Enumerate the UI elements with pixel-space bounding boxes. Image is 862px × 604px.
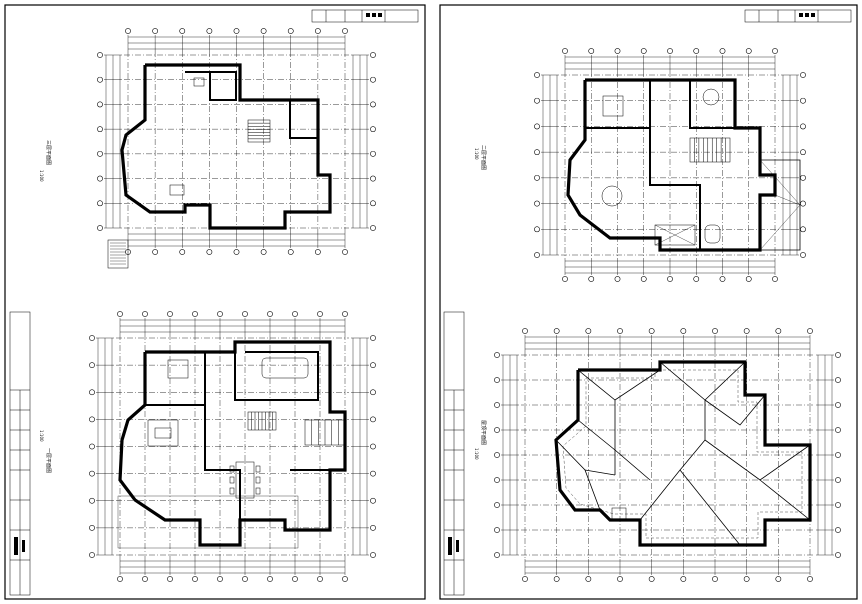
right-sheet-border: [439, 4, 858, 600]
left-sheet-border: [4, 4, 426, 600]
right-sheet: 二层平面图 1:100 屋顶平面图 1:100: [439, 4, 858, 600]
master-bedroom-wall: [689, 80, 735, 129]
dining-partition: [204, 405, 241, 520]
third-floor-plan-title: 三层平面图: [45, 140, 51, 165]
stair: [689, 137, 731, 163]
third-floor-partition: [289, 100, 318, 139]
dormer: [611, 507, 627, 521]
first-floor-plan-title: 一层平面图: [45, 448, 51, 473]
corridor-wall: [649, 128, 701, 250]
left-title-block: [311, 9, 419, 23]
dimension-lines: [494, 328, 841, 582]
bathtub: [704, 224, 721, 244]
dimension-lines: [97, 28, 376, 255]
bed: [167, 359, 189, 379]
second-floor-plan: [534, 48, 806, 282]
stair: [247, 119, 271, 143]
third-floor-plan-scale: 1:100: [39, 170, 44, 182]
left-sheet: 三层平面图 1:100 一层平面图 1:100: [4, 4, 426, 600]
stair: [304, 419, 346, 446]
garage-wall: [234, 342, 319, 401]
balcony: [169, 184, 185, 196]
dimension-lines: [534, 48, 806, 282]
stair: [247, 411, 277, 431]
roof-eave-outline: [554, 360, 812, 547]
third-floor-plan: [97, 28, 376, 269]
second-floor-plan-title: 二层平面图: [480, 145, 486, 170]
second-floor-outer-wall: [566, 78, 777, 252]
dimension-lines: [89, 311, 376, 582]
third-floor-bath-wall: [185, 71, 237, 101]
first-floor-outer-wall: [118, 340, 347, 547]
roof-plan-scale: 1:100: [474, 448, 479, 460]
axis-grid: [521, 351, 814, 559]
first-floor-plan: [89, 311, 376, 582]
axis-grid: [561, 71, 779, 259]
bed-round: [702, 88, 720, 106]
car: [261, 357, 309, 379]
right-side-strip: [443, 311, 465, 596]
third-floor-outer-wall: [120, 63, 332, 230]
right-title-block: [744, 9, 852, 23]
first-floor-plan-scale: 1:100: [39, 430, 44, 442]
toilet-fixture: [193, 77, 205, 87]
dining-table: [235, 461, 255, 499]
roof-plan: [494, 328, 841, 582]
second-floor-plan-scale: 1:100: [474, 148, 479, 160]
bed: [602, 95, 624, 117]
left-side-strip: [9, 311, 31, 596]
roof-plan-title: 屋顶平面图: [480, 420, 486, 445]
round-table: [601, 185, 623, 207]
axis-grid: [116, 334, 349, 559]
sofa-set: [147, 419, 179, 447]
roof-ridges: [555, 361, 811, 546]
